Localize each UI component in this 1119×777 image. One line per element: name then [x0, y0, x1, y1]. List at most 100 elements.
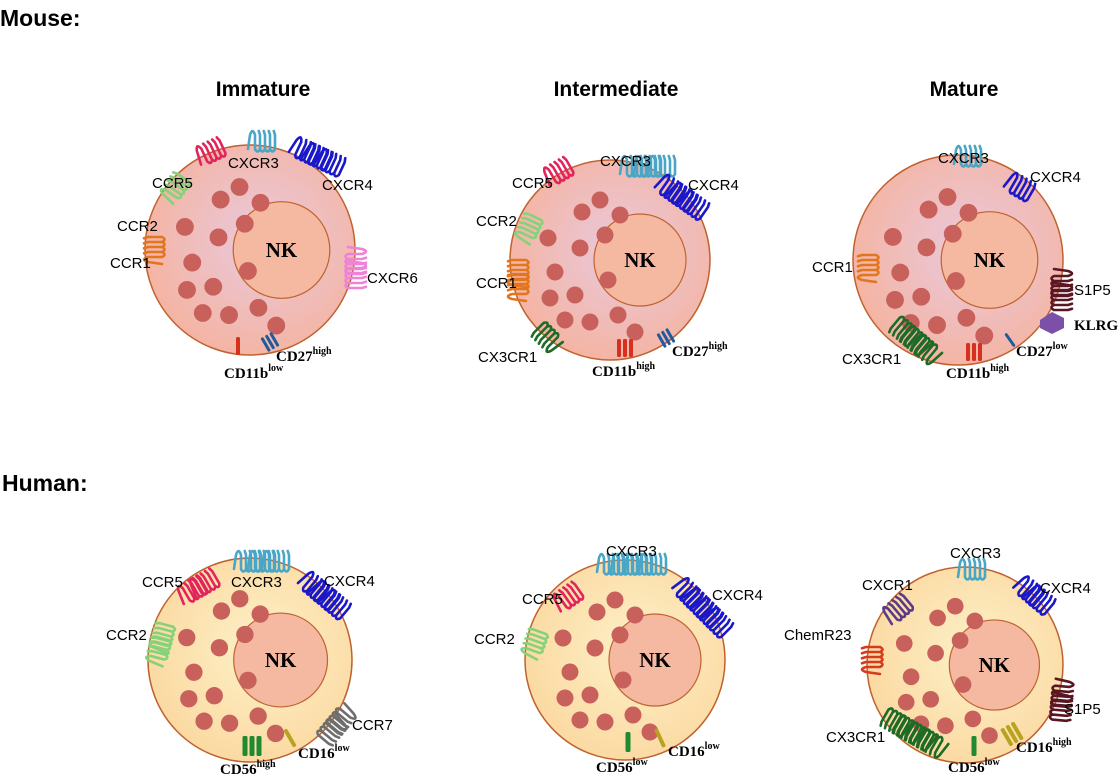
marker-label-cd56: CD56low — [948, 757, 1000, 776]
ccr2-icon — [144, 621, 177, 668]
receptor-label-ccr5: CCR5 — [152, 175, 193, 192]
receptor-label-cxcr6: CXCR6 — [367, 270, 418, 287]
marker-label-cd11b: CD11bhigh — [592, 361, 656, 380]
receptor-label-cx3cr1: CX3CR1 — [842, 351, 901, 368]
marker-label-cd16: CD16high — [1016, 737, 1072, 756]
receptor-label-cxcr3: CXCR3 — [228, 155, 279, 172]
nucleus-label: NK — [979, 653, 1011, 677]
granule — [917, 238, 936, 257]
granule — [927, 644, 944, 662]
granule — [561, 663, 579, 681]
granule — [895, 635, 913, 652]
granule — [591, 191, 609, 209]
granule — [195, 712, 213, 730]
marker-label-cd11b: CD11bhigh — [946, 363, 1010, 382]
stage-title-immature: Immature — [216, 78, 311, 101]
granule — [210, 639, 229, 657]
receptor-label-cxcr4: CXCR4 — [712, 587, 763, 604]
ccr1-icon — [142, 235, 166, 266]
receptor-label-cxcr3: CXCR3 — [950, 545, 1001, 562]
cxcr3-icon — [956, 557, 987, 581]
granule — [929, 609, 946, 627]
granule — [249, 298, 268, 317]
granule — [606, 591, 624, 609]
granule — [267, 316, 286, 335]
ccr2-icon — [520, 627, 550, 661]
ccr1-icon — [856, 253, 880, 284]
ccr1-icon — [506, 258, 530, 303]
nucleus — [232, 201, 331, 299]
marker-label-cd27: CD27low — [1016, 341, 1068, 360]
stage-title-mature: Mature — [930, 78, 999, 101]
cx3cr1-icon — [887, 315, 944, 366]
granule — [571, 711, 589, 729]
receptor-label-cxcr4: CXCR4 — [1030, 169, 1081, 186]
section-title-mouse: Mouse: — [0, 5, 81, 31]
cxcr4-icon — [1012, 575, 1057, 616]
receptor-label-cxcr4: CXCR4 — [322, 177, 373, 194]
granule — [556, 689, 574, 707]
granule — [957, 308, 976, 327]
granule — [205, 687, 223, 705]
granule — [204, 277, 223, 296]
granule — [943, 224, 962, 243]
nucleus-label: NK — [624, 248, 656, 272]
granule — [599, 271, 617, 289]
receptor-label-cxcr3: CXCR3 — [600, 153, 651, 170]
ccr5-icon — [552, 580, 585, 613]
granule — [897, 693, 915, 711]
granule — [946, 272, 965, 290]
ccr5-icon — [542, 155, 575, 187]
s1p5-icon — [1048, 677, 1075, 723]
receptor-label-cxcr4: CXCR4 — [1040, 580, 1091, 597]
granule — [883, 227, 902, 246]
receptor-label-cxcr3: CXCR3 — [231, 574, 282, 591]
cxcr6-icon — [344, 245, 368, 290]
receptor-label-ccr2: CCR2 — [106, 627, 147, 644]
receptor-label-cxcr3: CXCR3 — [938, 150, 989, 167]
granule — [937, 717, 954, 735]
ccr5-icon — [176, 567, 221, 606]
cx3cr1-icon — [530, 321, 565, 354]
granule — [566, 286, 584, 304]
granule — [209, 228, 228, 247]
granule — [919, 200, 938, 219]
nucleus — [233, 612, 329, 708]
marker-label-cd56: CD56low — [596, 757, 648, 776]
nucleus — [593, 213, 687, 307]
granule — [220, 714, 239, 732]
granule — [249, 707, 267, 725]
granule — [902, 668, 920, 686]
granule — [609, 306, 627, 324]
cd11b-icon — [236, 337, 240, 355]
granule — [946, 597, 964, 615]
receptor-label-ccr5: CCR5 — [142, 574, 183, 591]
granule — [541, 289, 559, 307]
cd56-icon — [625, 732, 631, 752]
granule — [251, 605, 269, 623]
granule — [981, 727, 998, 744]
nucleus — [940, 211, 1039, 309]
ccr2-icon — [159, 171, 191, 206]
granule — [178, 280, 196, 299]
granule — [236, 625, 254, 644]
granule — [212, 602, 231, 620]
receptor-label-ccr2: CCR2 — [117, 218, 158, 235]
s1p5-icon — [1050, 267, 1074, 312]
cx3cr1-icon — [879, 707, 950, 759]
klrg1-icon — [1040, 312, 1064, 334]
cxcr4-icon — [671, 576, 735, 639]
cd56-icon — [971, 736, 977, 756]
receptor-label-ccr5: CCR5 — [522, 591, 563, 608]
granule — [954, 676, 972, 693]
granule — [626, 606, 644, 624]
granule — [938, 188, 957, 206]
receptor-label-ccr7: CCR7 — [352, 717, 393, 734]
receptor-label-ccr2: CCR2 — [476, 213, 517, 230]
granule — [922, 690, 940, 708]
marker-label-cd27: CD27high — [672, 341, 728, 360]
cd56-icon — [242, 736, 262, 756]
cd11b-icon — [966, 343, 982, 361]
